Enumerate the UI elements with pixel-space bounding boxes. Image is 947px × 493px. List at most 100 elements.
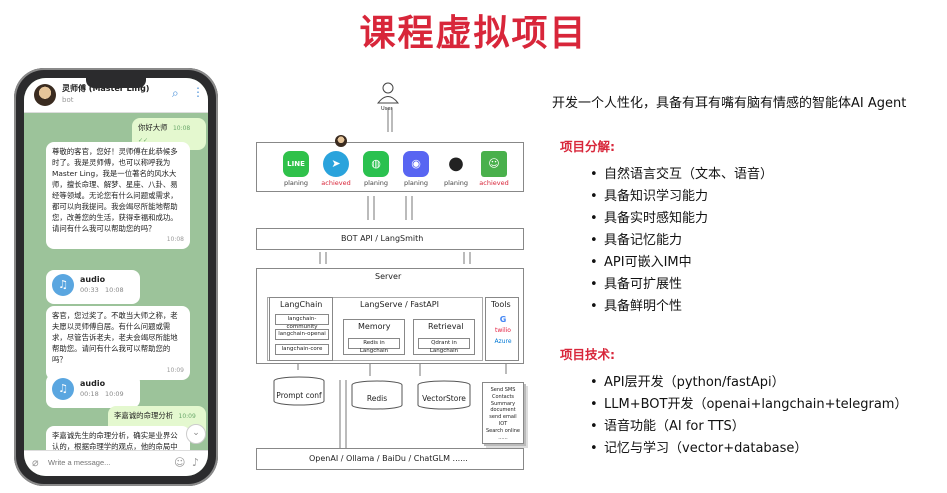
langserve-label: LangServe / FastAPI	[360, 300, 439, 309]
telegram-chat-screen: 灵师傅 (Master Ling) bot ⌕ ⋮ 你好大师 10:08 ✓✓ …	[24, 78, 208, 476]
memory-box: Memory Redis in Langchain	[343, 319, 405, 355]
azure-logo: Azure	[494, 338, 512, 345]
server-box: Server LangServe / FastAPI LangChain lan…	[256, 268, 524, 364]
music-note-icon[interactable]: ♫	[52, 274, 74, 296]
qq-penguin-icon: ●	[443, 151, 469, 177]
bot-api-box: BOT API / LangSmith	[256, 228, 524, 250]
tool-action: Contacts	[491, 393, 515, 400]
tools-box: Tools G twilio Azure	[485, 297, 519, 361]
server-label: Server	[375, 272, 402, 281]
im-status: achieved	[321, 179, 351, 187]
breakdown-title: 项目分解:	[560, 139, 615, 154]
tool-action: IOT	[498, 420, 508, 427]
vectorstore-label: VectorStore	[422, 394, 466, 403]
bot-avatar[interactable]	[34, 84, 56, 106]
langchain-item: langchain-openai	[275, 329, 329, 340]
message-text: 尊敬的客官，您好！灵师傅在此恭候多时了。我是灵师傅，也可以称呼我为Master …	[52, 147, 178, 233]
memory-label: Memory	[358, 322, 391, 331]
audio-message[interactable]: ♫ audio 00:33 10:08	[46, 270, 140, 304]
im-avatar[interactable]: ☺ achieved	[477, 151, 511, 187]
im-status: achieved	[479, 179, 509, 187]
breakdown-item: 具备鲜明个性	[590, 296, 773, 318]
message-list: 你好大师 10:08 ✓✓ 尊敬的客官，您好！灵师傅在此恭候多时了。我是灵师傅，…	[24, 112, 208, 464]
project-headline: 开发一个人性化，具备有耳有嘴有脑有情感的智能体AI Agent	[552, 96, 907, 111]
breakdown-item: 具备记忆能力	[590, 230, 773, 252]
breakdown-item: 具备可扩展性	[590, 274, 773, 296]
im-telegram[interactable]: ➤ achieved	[319, 151, 353, 187]
bot-api-label: BOT API / LangSmith	[341, 234, 424, 243]
im-line[interactable]: LINE planing	[279, 151, 313, 187]
audio-duration: 00:33 10:08	[80, 286, 124, 294]
message-text: 李嘉诚的命理分析	[114, 411, 174, 420]
retrieval-label: Retrieval	[428, 322, 464, 331]
vectorstore-db: VectorStore	[416, 380, 472, 414]
search-icon[interactable]: ⌕	[172, 86, 179, 100]
message-text: 你好大师	[138, 123, 168, 132]
redis-label: Redis	[366, 394, 388, 403]
avatar-person-icon: ☺	[481, 151, 507, 177]
tech-item: 语音功能（AI for TTS）	[590, 416, 907, 438]
phone-notch	[86, 78, 146, 88]
im-status: planing	[363, 179, 389, 187]
retrieval-item: Qdrant in Langchain	[418, 338, 470, 354]
audio-duration: 00:18 10:09	[80, 390, 124, 398]
wechat-icon: ◍	[363, 151, 389, 177]
tool-action: Summary document	[490, 400, 516, 414]
message-input-bar: ⌀ ☺ ♪	[24, 450, 208, 476]
user-label: User	[381, 106, 393, 112]
prompt-conf-db: Prompt conf	[272, 376, 326, 410]
retrieval-box: Retrieval Qdrant in Langchain	[413, 319, 475, 355]
phone-mockup: 灵师傅 (Master Ling) bot ⌕ ⋮ 你好大师 10:08 ✓✓ …	[14, 68, 218, 486]
telegram-icon: ➤	[323, 151, 349, 177]
im-discord[interactable]: ◉ planing	[399, 151, 433, 187]
twilio-logo: twilio	[495, 327, 511, 334]
user-icon	[376, 82, 400, 104]
scroll-down-button[interactable]: ⌄	[186, 424, 206, 444]
audio-label: audio	[80, 379, 106, 388]
im-wechat[interactable]: ◍ planing	[359, 151, 393, 187]
breakdown-item: 具备知识学习能力	[590, 186, 773, 208]
im-status: planing	[443, 179, 469, 187]
tool-action: Send SMS	[490, 387, 516, 393]
message-in[interactable]: 尊敬的客官，您好！灵师傅在此恭候多时了。我是灵师傅，也可以称呼我为Master …	[46, 142, 190, 249]
llm-providers-box: OpenAI / Ollama / BaiDu / ChatGLM ......	[256, 448, 524, 470]
page-title: 课程虚拟项目	[359, 13, 588, 54]
bot-avatar-icon	[335, 135, 347, 147]
tech-title: 项目技术:	[560, 347, 615, 362]
im-qq[interactable]: ● planing	[439, 151, 473, 187]
message-time: 10:08 ✓✓	[138, 125, 191, 144]
music-note-icon[interactable]: ♫	[52, 378, 74, 400]
sticker-icon[interactable]: ☺	[174, 456, 186, 469]
redis-db: Redis	[350, 380, 404, 414]
breakdown-list: 自然语言交互（文本、语音） 具备知识学习能力 具备实时感知能力 具备记忆能力 A…	[590, 164, 773, 318]
tech-item: LLM+BOT开发（openai+langchain+telegram）	[590, 394, 907, 416]
message-in[interactable]: 客官，您过奖了。不敢当大师之称，老夫愿以灵师傅自居。有什么问题或需求，尽管告诉老…	[46, 306, 190, 380]
message-text: 客官，您过奖了。不敢当大师之称，老夫愿以灵师傅自居。有什么问题或需求，尽管告诉老…	[52, 311, 178, 364]
tool-action: ......	[498, 434, 508, 441]
audio-message[interactable]: ♫ audio 00:18 10:09	[46, 374, 140, 408]
breakdown-item: 具备实时感知能力	[590, 208, 773, 230]
chat-subtitle: bot	[62, 96, 74, 104]
message-time: 10:09	[166, 367, 184, 374]
breakdown-item: 自然语言交互（文本、语音）	[590, 164, 773, 186]
langchain-item: langchain-core	[275, 344, 329, 355]
google-icon: G	[499, 315, 507, 324]
im-status: planing	[283, 179, 309, 187]
llm-providers-label: OpenAI / Ollama / BaiDu / ChatGLM ......	[309, 454, 468, 463]
im-status: planing	[403, 179, 429, 187]
chat-name[interactable]: 灵师傅 (Master Ling)	[62, 84, 150, 93]
message-input[interactable]	[46, 457, 160, 468]
more-options-icon[interactable]: ⋮	[192, 85, 204, 99]
im-platforms-box: LINE planing ➤ achieved ◍ planing ◉ plan…	[256, 135, 524, 192]
breakdown-item: API可嵌入IM中	[590, 252, 773, 274]
tools-label: Tools	[491, 300, 511, 309]
tool-action: Search online	[485, 427, 521, 434]
microphone-icon[interactable]: ♪	[192, 456, 200, 469]
langchain-item: langchain-community	[275, 314, 329, 330]
architecture-diagram: User LINE planing ➤ achieved ◍ planing ◉…	[250, 80, 540, 480]
prompt-conf-label: Prompt conf	[276, 391, 322, 400]
discord-icon: ◉	[403, 151, 429, 177]
audio-label: audio	[80, 275, 106, 284]
attach-icon[interactable]: ⌀	[32, 456, 39, 469]
message-time: 10:08	[166, 236, 184, 243]
